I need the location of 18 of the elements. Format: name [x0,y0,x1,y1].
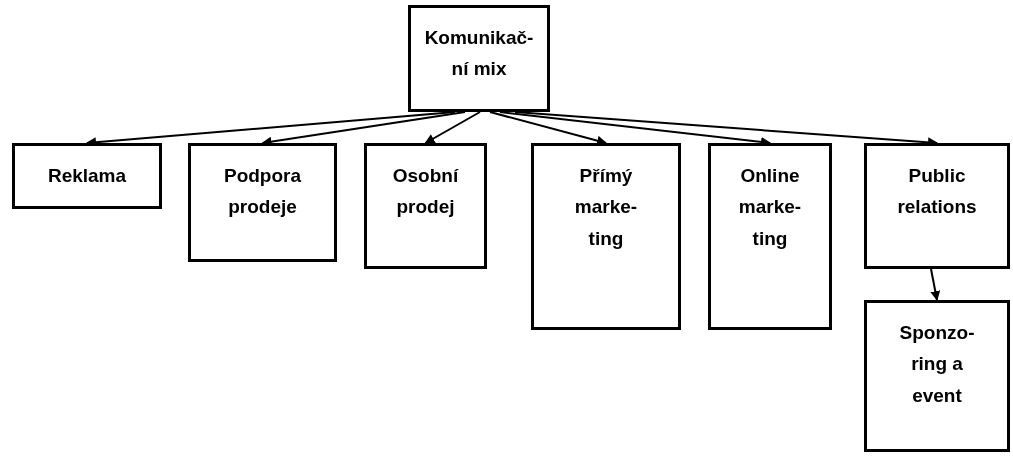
process-box [188,143,337,262]
box-label: Komunikač- ní mix [424,26,534,82]
arrow [930,268,941,301]
process-box [12,143,162,209]
process-box [531,143,681,330]
box-label: Reklama [47,164,127,189]
process-box [864,300,1010,452]
process-box [708,143,832,330]
box-label: Přímý marke- ting [573,164,639,251]
arrow [424,111,481,144]
box-label: Online marke- ting [737,164,803,251]
box-label: Podpora prodeje [222,164,303,220]
box-label: Public relations [896,164,978,220]
process-box [364,143,487,269]
process-box [408,5,550,112]
box-label: Osobní prodej [391,164,460,220]
box-label: Sponzo- ring a event [898,321,976,408]
process-box [864,143,1010,269]
